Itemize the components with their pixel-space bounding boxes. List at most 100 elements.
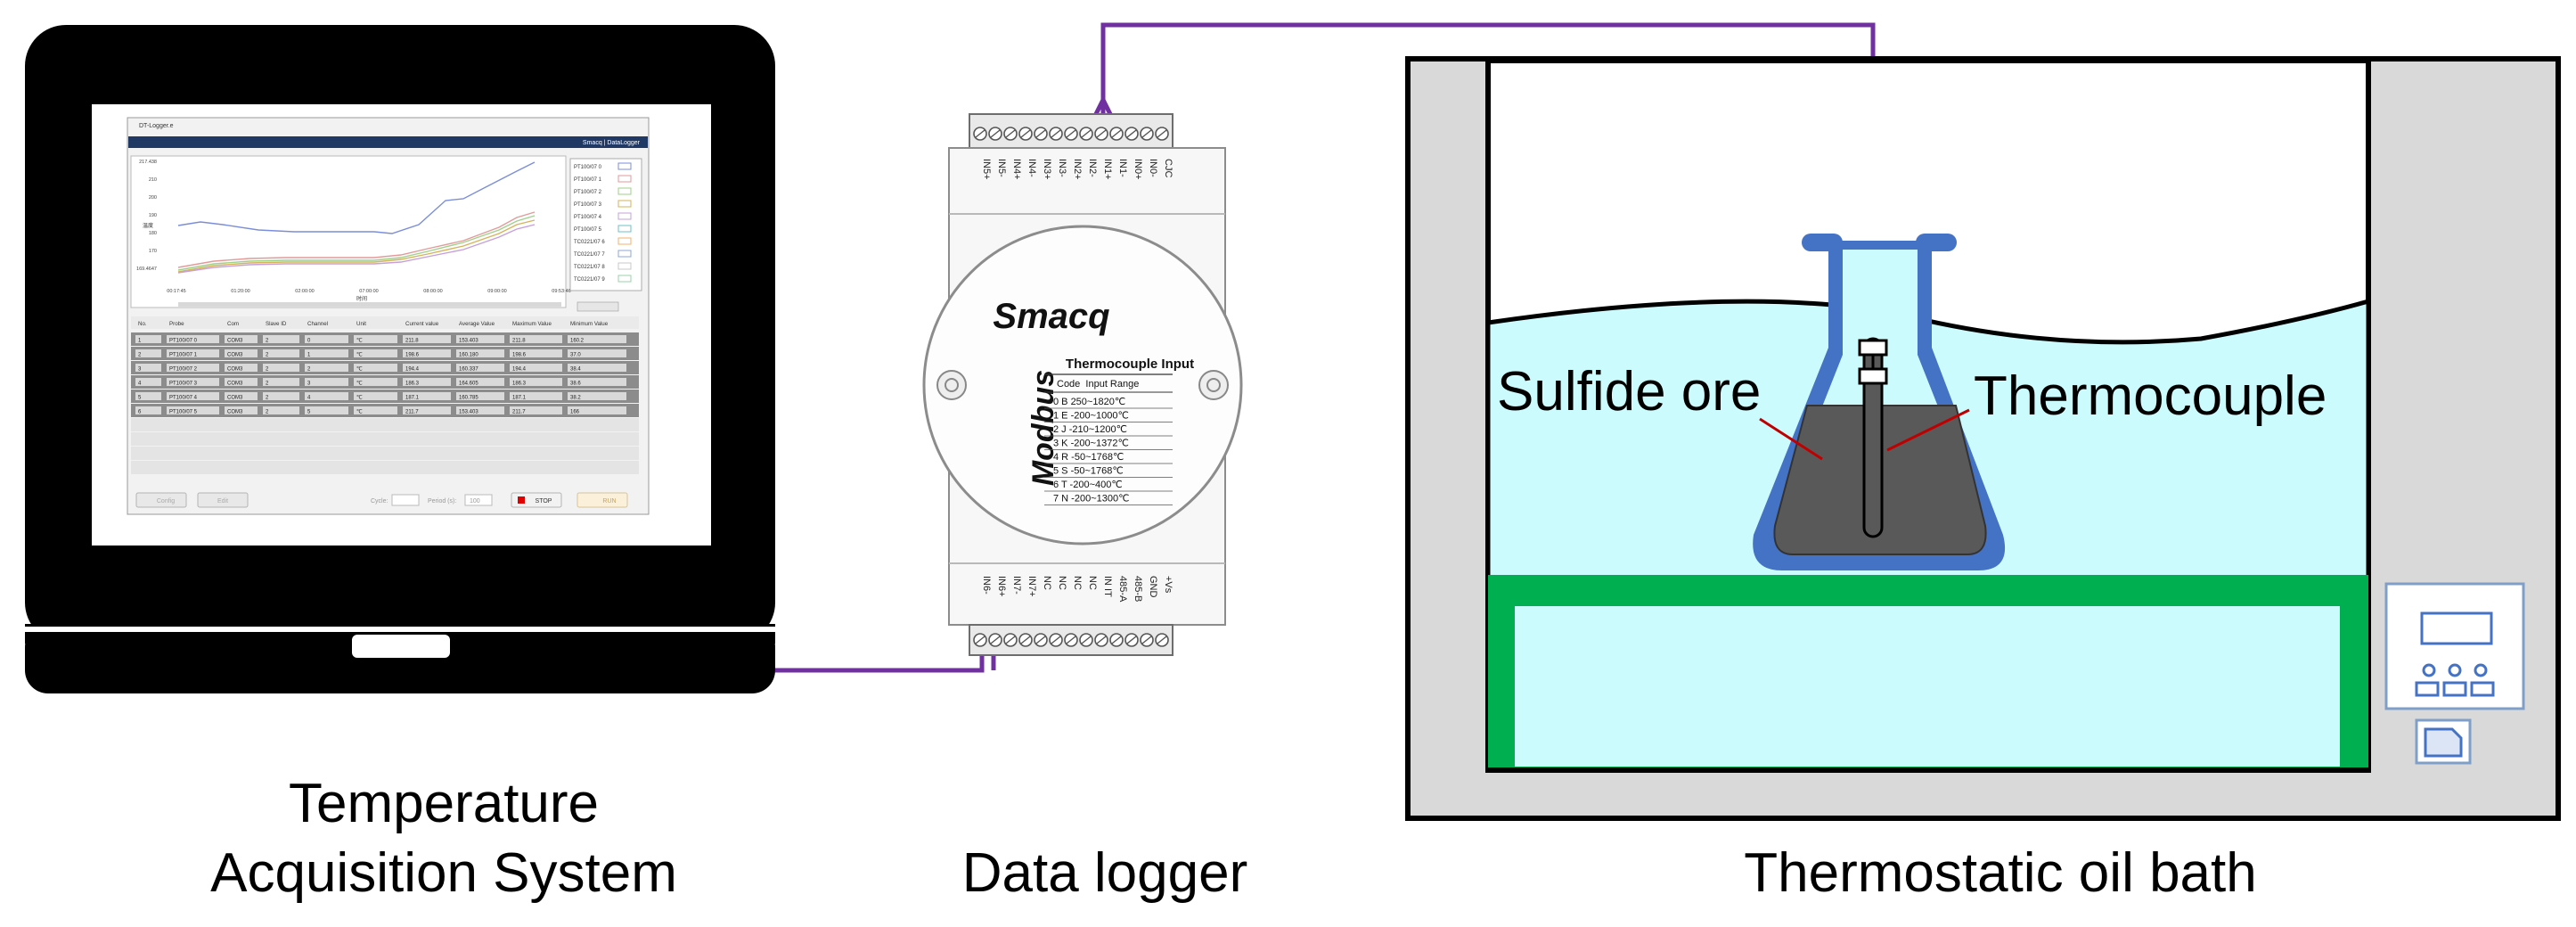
- table-cell: PT100/07 3: [169, 381, 198, 387]
- table-header-cell[interactable]: No.: [138, 321, 147, 327]
- table-cell: 198.6: [405, 353, 420, 358]
- cycle-input[interactable]: [391, 494, 420, 506]
- table-cell: 2: [138, 353, 142, 358]
- period-label: Period (s):: [428, 498, 456, 505]
- table-cell: 160.180: [459, 353, 478, 358]
- legend-item[interactable]: PT100/07 5: [574, 227, 602, 233]
- input-range-row: 1 E -200~1000℃: [1053, 411, 1129, 422]
- table-cell: COM3: [227, 410, 243, 415]
- legend-item[interactable]: PT100/07 1: [574, 177, 602, 183]
- table-header-cell[interactable]: Minimum Value: [570, 321, 609, 327]
- table-cell: 166: [570, 410, 580, 415]
- window-title: DT-Logger.e: [139, 123, 174, 129]
- table-cell: PT100/07 2: [169, 367, 198, 373]
- y-tick-label: 210: [149, 177, 157, 183]
- table-cell: 153.403: [459, 339, 478, 344]
- table-cell: 187.1: [512, 396, 527, 401]
- legend-item[interactable]: TC0221/07 8: [574, 265, 605, 270]
- table-cell: 0: [307, 339, 311, 344]
- table-header-cell[interactable]: Unit: [356, 321, 366, 327]
- table-cell: 3: [138, 367, 142, 373]
- edit-button[interactable]: [197, 492, 249, 508]
- pin-label: IN7-: [1011, 576, 1022, 595]
- table-header-cell[interactable]: Slave ID: [266, 321, 287, 327]
- table-header-cell[interactable]: Channel: [307, 321, 328, 327]
- pin-label: CJC: [1163, 159, 1174, 177]
- table-header-cell[interactable]: Probe: [169, 321, 184, 327]
- legend-item[interactable]: PT100/07 0: [574, 165, 602, 170]
- legend-swatch: [617, 225, 632, 233]
- power-switch-icon: [2415, 718, 2472, 765]
- app-title: Smacq | DataLogger: [583, 140, 641, 146]
- stop-button-label: STOP: [536, 498, 552, 505]
- thermostatic-oil-bath: Sulfide ore Thermocouple: [1405, 56, 2561, 821]
- legend-item[interactable]: TC0221/07 6: [574, 240, 605, 245]
- legend-swatch: [617, 275, 632, 283]
- table-cell: ℃: [356, 338, 363, 344]
- table-cell: 186.3: [405, 381, 420, 387]
- table-header-cell[interactable]: Current value: [405, 321, 439, 327]
- pin-label: NC: [1087, 576, 1098, 590]
- table-row[interactable]: [131, 461, 639, 474]
- table-cell: 187.1: [405, 396, 420, 401]
- table-row[interactable]: [131, 418, 639, 431]
- table-row[interactable]: [131, 432, 639, 446]
- pin-label: +Vs: [1163, 576, 1174, 594]
- config-button-label: Config: [157, 498, 175, 505]
- legend-item[interactable]: TC0221/07 9: [574, 277, 605, 283]
- table-header-cell[interactable]: Com: [227, 321, 239, 327]
- table-cell: 38.4: [570, 367, 581, 373]
- table-cell: COM3: [227, 381, 243, 387]
- table-cell: 2: [266, 339, 269, 344]
- table-cell: 2: [307, 367, 311, 373]
- config-button[interactable]: [135, 492, 187, 508]
- logger-product-title: Thermocouple Input: [1066, 357, 1194, 372]
- pin-label: NC: [1042, 576, 1052, 590]
- chart-scrollbar[interactable]: [178, 302, 561, 307]
- y-tick-label: 217.438: [139, 160, 157, 165]
- x-tick-label: 07:00:00: [359, 289, 378, 294]
- x-tick-label: 00:17:45: [167, 289, 185, 294]
- thermocouple-probe: [1862, 337, 1884, 538]
- input-range-row: 4 R -50~1768℃: [1053, 452, 1124, 463]
- legend-item[interactable]: PT100/07 2: [574, 190, 602, 195]
- logger-protocol: Modbus: [1026, 370, 1060, 486]
- chart-zoom-button[interactable]: [577, 301, 619, 312]
- thermocouple-pointer: [1886, 408, 1970, 452]
- pin-label: IN0-: [1148, 159, 1158, 177]
- input-range-row: 5 S -50~1768℃: [1053, 466, 1124, 477]
- legend-swatch: [617, 237, 632, 245]
- x-tick-label: 01:20:00: [231, 289, 249, 294]
- legend-item[interactable]: PT100/07 4: [574, 215, 602, 220]
- pin-label: IN5-: [996, 159, 1007, 177]
- table-cell: 211.7: [405, 410, 419, 415]
- period-input[interactable]: [464, 494, 493, 506]
- input-range-row: 0 B 250~1820℃: [1053, 397, 1125, 407]
- run-button-label: RUN: [602, 498, 616, 505]
- table-cell: 2: [266, 353, 269, 358]
- legend-item[interactable]: TC0221/07 7: [574, 252, 605, 258]
- table-header-cell[interactable]: Maximum Value: [512, 321, 552, 327]
- stop-icon: [518, 496, 525, 504]
- table-cell: 153.403: [459, 410, 478, 415]
- table-cell: 4: [138, 381, 142, 387]
- data-logger-device: IN5+IN5-IN4+IN4-IN3+IN3-IN2+IN2-IN1+IN1-…: [922, 113, 1243, 656]
- table-cell: 160.337: [459, 367, 478, 373]
- mounting-screw-left-icon: [936, 370, 967, 400]
- bath-caption: Thermostatic oil bath: [1744, 842, 2256, 904]
- chart-x-axis-label: 时间: [356, 295, 367, 302]
- legend-item[interactable]: PT100/07 3: [574, 202, 602, 208]
- table-row[interactable]: [131, 447, 639, 460]
- run-button[interactable]: [577, 492, 628, 508]
- pin-label: IN4-: [1026, 159, 1037, 177]
- table-header-cell[interactable]: Average Value: [459, 321, 495, 327]
